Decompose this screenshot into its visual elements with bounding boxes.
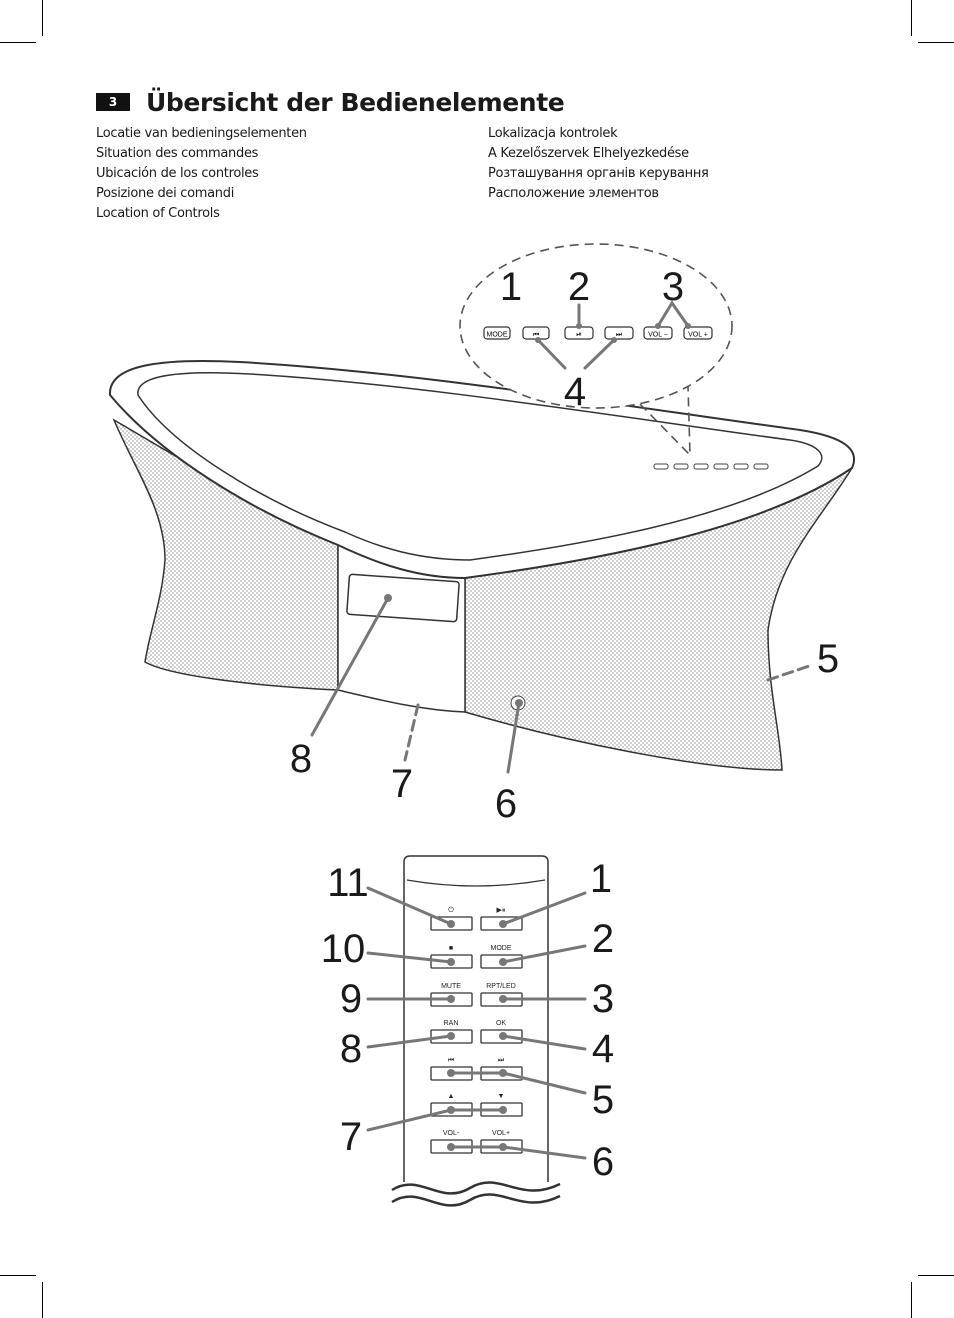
down-arrow-icon: ▼	[498, 1093, 505, 1100]
svg-text:VOL −: VOL −	[648, 332, 668, 339]
remote-callout-7: 7	[340, 1115, 362, 1159]
crop-mark	[0, 42, 36, 43]
language-line: Lokalizacja kontrolek	[488, 126, 618, 141]
speaker-top-buttons	[653, 463, 769, 470]
crop-mark	[911, 0, 912, 36]
callout-3: 3	[662, 265, 684, 309]
speaker-callout-lines	[310, 596, 814, 774]
panel-button-prev[interactable]: ⏮	[522, 326, 550, 340]
page-title: Übersicht der Bedienelemente	[146, 87, 565, 117]
mute-label: MUTE	[441, 983, 461, 990]
play-pause-icon: ▶⏸	[497, 907, 506, 914]
remote-callout-11: 11	[327, 861, 369, 905]
language-line: Locatie van bedieningselementen	[96, 126, 307, 141]
language-line: A Kezelőszervek Elhelyezkedése	[488, 146, 689, 161]
panel-button-next[interactable]: ⏭	[604, 326, 634, 340]
remote-callout-2: 2	[592, 917, 614, 961]
remote-callout-3: 3	[592, 977, 614, 1021]
ran-label: RAN	[444, 1020, 459, 1027]
svg-text:⏯: ⏯	[576, 332, 582, 339]
zoom-pointer	[639, 385, 691, 458]
crop-mark	[911, 1282, 912, 1318]
remote-body	[403, 855, 549, 1182]
language-line: Posizione dei comandi	[96, 186, 235, 201]
callout-7: 7	[391, 762, 413, 806]
panel-button-vol-minus[interactable]: VOL −	[643, 326, 673, 340]
language-line: Розташування органів керування	[488, 166, 709, 181]
speaker-illustration: MODE ⏮ ⏯ ⏭ VOL − VOL +	[108, 243, 855, 826]
remote-callout-8: 8	[340, 1027, 362, 1071]
remote-cut-line	[391, 1193, 561, 1207]
callout-5: 5	[817, 637, 839, 681]
vol-minus-label: VOL-	[443, 1130, 460, 1137]
mode-label: MODE	[491, 945, 512, 952]
remote-callout-4: 4	[592, 1027, 614, 1071]
remote-callout-9: 9	[340, 977, 362, 1021]
remote-callout-10: 10	[321, 927, 366, 971]
callout-2: 2	[568, 265, 590, 309]
stop-icon: ■	[449, 945, 453, 952]
crop-mark	[918, 1275, 954, 1276]
rpt-led-label: RPT/LED	[486, 983, 516, 990]
next-icon: ⏭	[498, 1057, 505, 1064]
page-number-badge: 3	[96, 93, 130, 111]
zoom-bubble	[459, 243, 733, 409]
remote-callout-5: 5	[592, 1078, 614, 1122]
callout-6: 6	[495, 782, 517, 826]
remote-top-curve	[406, 879, 546, 887]
speaker-display	[346, 573, 460, 623]
crop-mark	[0, 1275, 36, 1276]
remote-callout-6: 6	[592, 1140, 614, 1184]
remote-cut-line	[391, 1181, 561, 1195]
language-line: Расположение элементов	[488, 186, 659, 201]
speaker-top-surface	[137, 372, 823, 561]
language-line: Location of Controls	[96, 206, 220, 221]
power-icon: ⏻	[448, 906, 454, 914]
crop-mark	[42, 1282, 43, 1318]
remote-callout-lines	[366, 886, 587, 1160]
language-list-right: Lokalizacja kontrolek A Kezelőszervek El…	[488, 124, 709, 204]
crop-mark	[918, 42, 954, 43]
page-header: 3 Übersicht der Bedienelemente	[96, 86, 565, 118]
language-line: Ubicación de los controles	[96, 166, 259, 181]
callout-1: 1	[500, 265, 522, 309]
crop-mark	[42, 0, 43, 36]
svg-text:MODE: MODE	[487, 332, 508, 339]
up-arrow-icon: ▲	[448, 1093, 455, 1100]
callout-4: 4	[564, 370, 586, 414]
prev-icon: ⏮	[448, 1057, 454, 1064]
vol-plus-label: VOL+	[492, 1130, 510, 1137]
remote-illustration: ⏻ ▶⏸ ■ MODE MUTE RPT/LED RAN OK ⏮ ⏭ ▲ ▼ …	[321, 855, 614, 1207]
panel-button-mode[interactable]: MODE	[483, 326, 511, 340]
bubble-callout-lines	[536, 300, 690, 370]
panel-button-vol-plus[interactable]: VOL +	[683, 326, 713, 340]
svg-text:⏭: ⏭	[616, 332, 623, 339]
callout-8: 8	[290, 737, 312, 781]
remote-callout-1: 1	[590, 857, 612, 901]
svg-text:VOL +: VOL +	[688, 332, 708, 339]
svg-text:⏮: ⏮	[533, 332, 539, 339]
language-list-left: Locatie van bedieningselementen Situatio…	[96, 124, 307, 224]
ok-label: OK	[496, 1020, 506, 1027]
language-line: Situation des commandes	[96, 146, 259, 161]
